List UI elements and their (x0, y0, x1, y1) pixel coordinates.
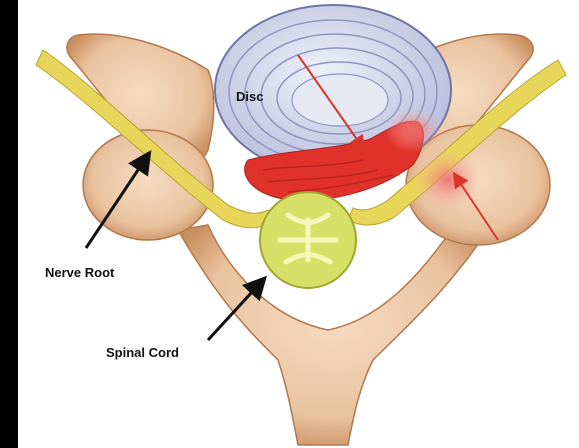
disc-label: Disc (236, 89, 263, 104)
diagram-canvas: Disc Nerve Root Spinal Cord (18, 0, 579, 448)
nerve-root-label: Nerve Root (45, 265, 115, 280)
spine-cross-section-diagram: Disc Nerve Root Spinal Cord (18, 0, 579, 448)
nucleus-pulposus (292, 74, 388, 126)
spinal-cord-label: Spinal Cord (106, 345, 179, 360)
spinal-cord (260, 192, 356, 288)
inflammation-spot-upper (385, 108, 441, 152)
